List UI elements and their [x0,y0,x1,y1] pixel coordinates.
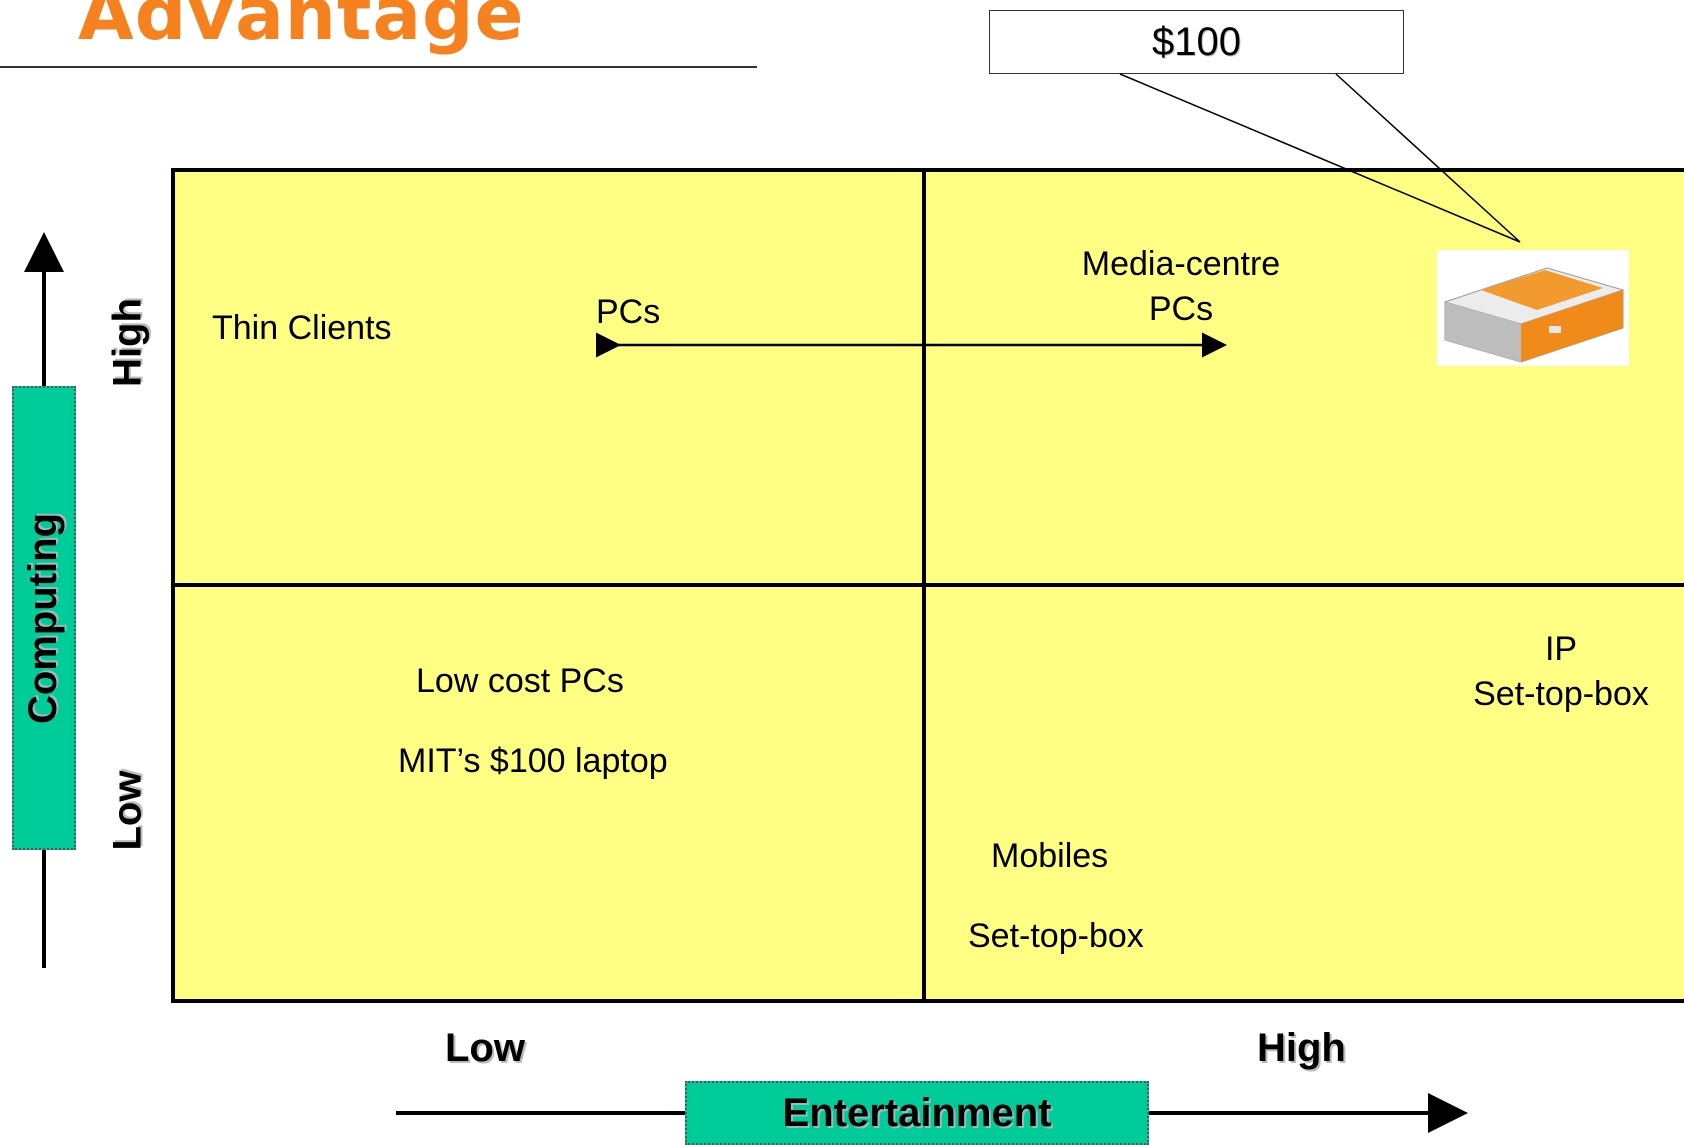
y-axis-high-label: High [105,298,150,387]
ip-set-top-box-label-line2: Set-top-box [1473,675,1649,713]
x-axis-high-label: High [1257,1026,1346,1070]
matrix-horizontal-divider [171,583,1684,587]
ip-set-top-box-label-line1: IP [1544,630,1578,668]
computing-axis-box: Computing [12,386,76,850]
price-callout: $100 [989,10,1404,74]
entertainment-axis-box: Entertainment [685,1081,1149,1145]
mit-laptop-label: MIT’s $100 laptop [398,742,668,780]
y-axis-low-label: Low [105,770,150,851]
media-centre-label-line1: Media-centre [1081,245,1281,283]
set-top-box-device-icon [1437,250,1629,366]
thin-clients-label: Thin Clients [212,309,392,347]
title-underline [0,66,757,68]
set-top-box-label: Set-top-box [968,917,1144,955]
mobiles-label: Mobiles [991,837,1109,875]
callout-pointer [1119,73,1521,243]
entertainment-axis-title: Entertainment [782,1090,1052,1135]
computing-axis-title: Computing [21,512,66,724]
low-cost-pcs-label: Low cost PCs [416,662,624,700]
price-callout-label: $100 [1152,19,1241,64]
pcs-label: PCs [596,293,661,331]
page-title: Advantage [78,0,525,56]
media-centre-label-line2: PCs [1148,290,1214,328]
x-axis-low-label: Low [445,1026,525,1070]
